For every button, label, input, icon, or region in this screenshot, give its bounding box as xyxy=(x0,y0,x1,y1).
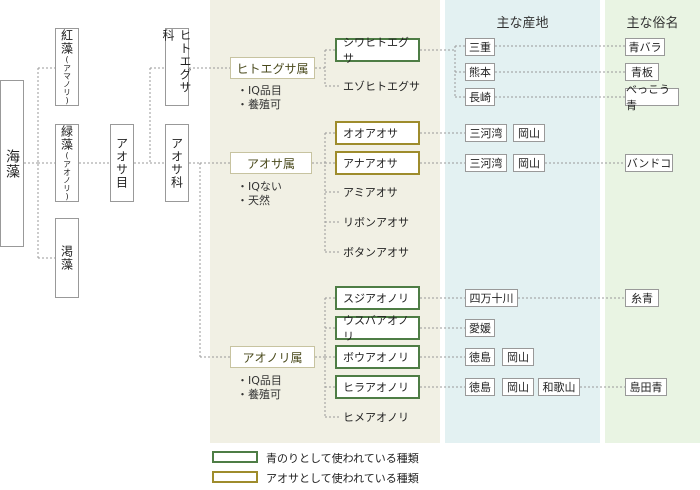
species-amiaosa: アミアオサ xyxy=(343,186,398,199)
common-name-aoita: 青板 xyxy=(625,63,659,81)
node-ulvales-order: アオサ目 xyxy=(110,124,134,202)
genus-hitoegusa: ヒトエグサ属 xyxy=(230,57,315,79)
production-tokushima: 徳島 xyxy=(465,378,495,396)
production-wakayama: 和歌山 xyxy=(538,378,580,396)
node-seaweed-root: 海藻 xyxy=(0,80,24,247)
genus-aonori: アオノリ属 xyxy=(230,346,315,368)
production-kumamoto: 熊本 xyxy=(465,63,495,81)
node-aosa-family: アオサ科 xyxy=(165,124,189,202)
genus-aosa: アオサ属 xyxy=(230,152,312,174)
production-okayama: 岡山 xyxy=(513,154,545,172)
common-name-pandoko: バンドコ xyxy=(625,154,673,172)
legend-label-aonori: 青のりとして使われている種類 xyxy=(266,452,419,465)
production-column-header: 主な産地 xyxy=(496,16,549,31)
common-name-aobara: 青バラ xyxy=(625,38,665,56)
species-shiwahitoegusa: シワヒトエグサ xyxy=(335,36,420,65)
common-name-shimadaao: 島田青 xyxy=(625,378,667,396)
species-usubaaonori: ウスバアオノリ xyxy=(335,314,420,343)
production-ehime: 愛媛 xyxy=(465,319,495,337)
species-ezohitoegusa: エゾヒトエグサ xyxy=(343,80,420,93)
production-okayama: 岡山 xyxy=(502,378,534,396)
legend-swatch-aosa xyxy=(212,471,258,483)
species-anaaosa: アナアオサ xyxy=(335,151,420,175)
species-himeaonori: ヒメアオノリ xyxy=(343,411,409,424)
species-ribonaosa: リボンアオサ xyxy=(343,216,409,229)
legend-label-aosa: アオサとして使われている種類 xyxy=(266,472,419,485)
node-hitoegusa-family: ヒトエグサ科 xyxy=(161,28,192,106)
common-name-bekkoao: べっこう青 xyxy=(625,83,679,112)
species-hiraaonori: ヒラアオノリ xyxy=(335,375,420,399)
production-okayama: 岡山 xyxy=(502,348,534,366)
species-sujiaonori: スジアオノリ xyxy=(335,286,420,310)
production-mikawa-bay: 三河湾 xyxy=(465,124,507,142)
species-bouaonori: ボウアオノリ xyxy=(335,345,420,369)
production-mie: 三重 xyxy=(465,38,495,56)
species-ooaosa: オオアオサ xyxy=(335,121,420,145)
node-red-algae: 紅藻(アマノリ) xyxy=(55,28,79,106)
common-name-column-header: 主な俗名 xyxy=(626,16,679,31)
legend-swatch-aonori xyxy=(212,451,258,463)
species-botanaosa: ボタンアオサ xyxy=(343,246,409,259)
production-nagasaki: 長崎 xyxy=(465,88,495,106)
genus-hitoegusa-note: ・IQ品目・養殖可 xyxy=(237,84,282,111)
production-mikawa-bay: 三河湾 xyxy=(465,154,507,172)
common-name-itoao: 糸青 xyxy=(625,289,659,307)
production-shimanto-river: 四万十川 xyxy=(465,289,518,307)
node-green-algae: 緑藻(アオノリ) xyxy=(55,124,79,202)
production-okayama: 岡山 xyxy=(513,124,545,142)
genus-aonori-note: ・IQ品目・養殖可 xyxy=(237,374,282,401)
production-tokushima: 徳島 xyxy=(465,348,495,366)
node-brown-algae: 渇藻 xyxy=(55,218,79,298)
genus-aosa-note: ・IQない・天然 xyxy=(237,180,282,207)
